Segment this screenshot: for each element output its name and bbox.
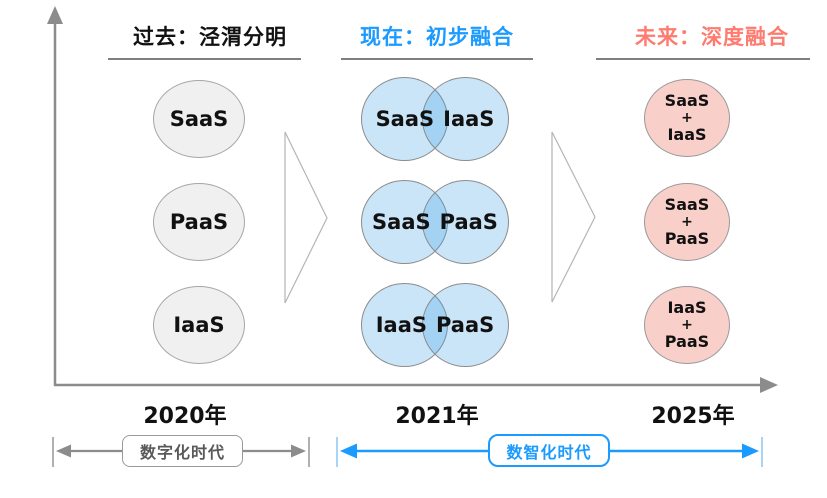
blue-era-left-arrowhead-icon (340, 443, 357, 459)
present-column-title: 现在：初步融合 (360, 25, 514, 49)
year-label-2021: 2021年 (395, 404, 479, 429)
past-circle-iaas-label: IaaS (173, 313, 225, 337)
plus-sign: + (681, 316, 693, 333)
future-circle-bottom-label: PaaS (664, 332, 710, 352)
past-circle-iaas: IaaS (153, 286, 245, 364)
transition-arrow-past-to-present-icon (284, 131, 328, 304)
future-title-underline (596, 58, 810, 60)
future-circle-saas-paas: SaaS + PaaS (644, 183, 730, 261)
plus-sign: + (681, 109, 693, 126)
future-circle-top-label: IaaS (667, 297, 707, 317)
present-title-underline (341, 58, 533, 60)
past-circle-paas-label: PaaS (169, 210, 229, 234)
venn-left-label: SaaS (375, 107, 435, 131)
venn-circle-right (422, 180, 509, 264)
future-circle-top-label: SaaS (664, 194, 710, 214)
future-circle-bottom-label: PaaS (664, 229, 710, 249)
venn-row-saas-iaas: SaaS IaaS (361, 77, 509, 161)
gray-era-right-arrowhead-icon (291, 444, 306, 458)
venn-label: IaaS PaaS (361, 283, 509, 367)
intelligence-era-label-box: 数智化时代 (488, 434, 610, 467)
venn-circle-right (422, 77, 509, 161)
year-label-2020: 2020年 (143, 404, 227, 429)
future-circle-top-label: SaaS (664, 90, 710, 110)
past-circle-paas: PaaS (153, 183, 245, 261)
past-column-title: 过去：泾渭分明 (133, 25, 287, 49)
year-label-2025: 2025年 (651, 404, 735, 429)
venn-right-label: PaaS (435, 313, 495, 337)
past-circle-saas: SaaS (153, 80, 245, 158)
venn-right-label: IaaS (443, 107, 495, 131)
transition-arrow-present-to-future-icon (551, 131, 596, 303)
y-axis-arrowhead-icon (47, 6, 63, 24)
digital-era-label-box: 数字化时代 (122, 435, 243, 467)
venn-left-label: IaaS (375, 313, 427, 337)
venn-left-label: SaaS (372, 210, 431, 234)
venn-row-saas-paas: SaaS PaaS (361, 180, 509, 264)
future-column-title: 未来：深度融合 (635, 25, 789, 49)
blue-era-right-arrowhead-icon (742, 443, 759, 459)
venn-label: SaaS IaaS (361, 77, 509, 161)
future-circle-saas-iaas: SaaS + IaaS (644, 79, 730, 157)
venn-row-iaas-paas: IaaS PaaS (361, 283, 509, 367)
venn-label: SaaS PaaS (361, 180, 509, 264)
intelligence-era-label: 数智化时代 (506, 442, 592, 462)
venn-right-label: PaaS (439, 210, 498, 234)
digital-era-label: 数字化时代 (139, 443, 225, 462)
past-circle-saas-label: SaaS (169, 107, 229, 131)
x-axis-arrowhead-icon (760, 377, 778, 393)
future-circle-bottom-label: IaaS (667, 125, 707, 145)
future-circle-iaas-paas: IaaS + PaaS (644, 286, 730, 364)
plus-sign: + (681, 213, 693, 230)
venn-circle-right (422, 283, 509, 367)
past-title-underline (108, 58, 301, 60)
gray-era-left-arrowhead-icon (56, 444, 71, 458)
